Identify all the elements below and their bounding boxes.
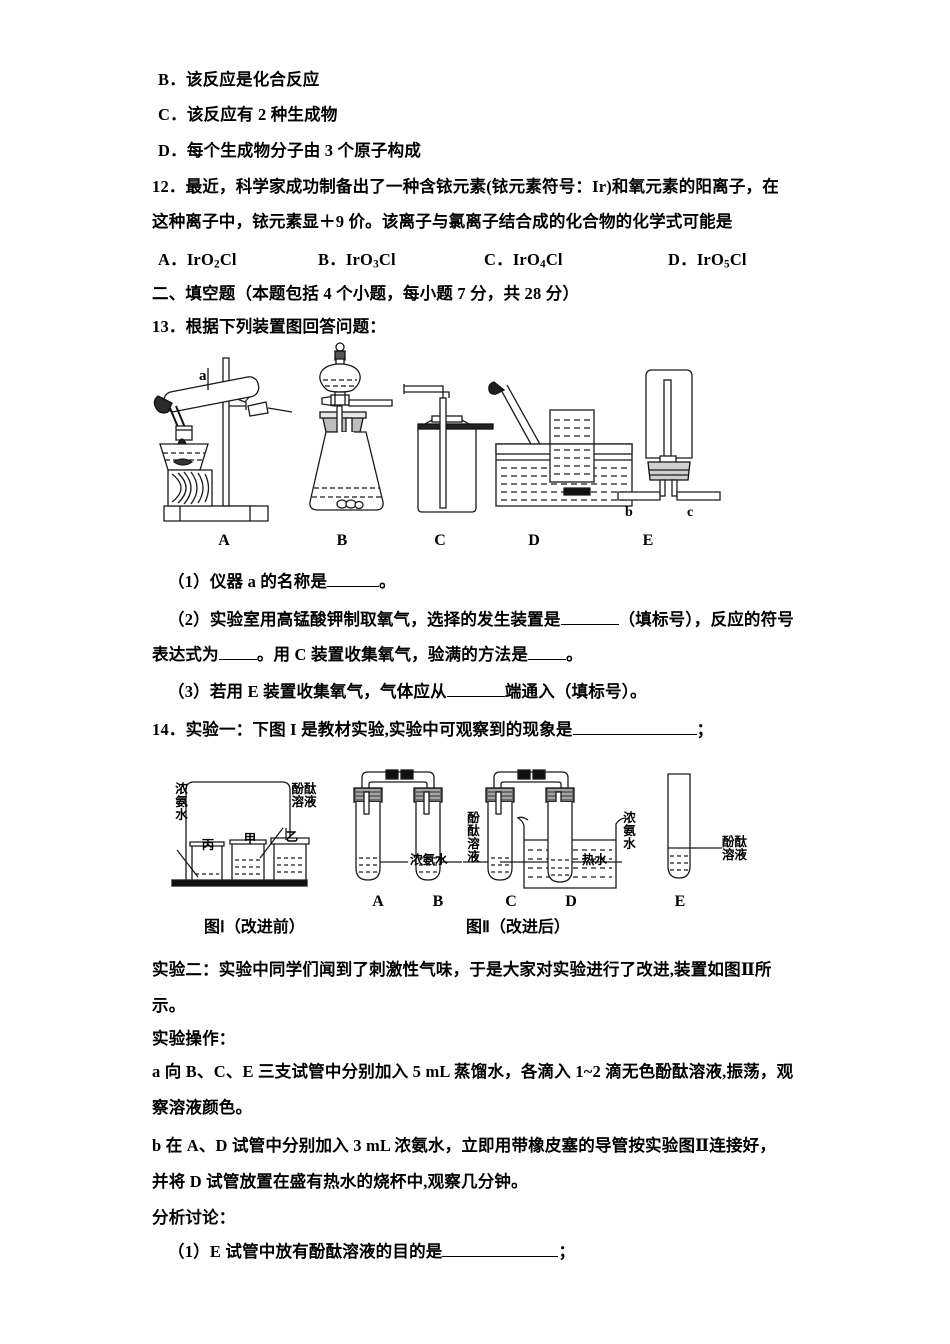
callout-ammonia-tube-a: 浓氨水 <box>410 853 448 867</box>
experiment-2-line-1: 实验二：实验中同学们闻到了刺激性气味，于是大家对实验进行了改进,装置如图Ⅱ所 <box>152 960 772 979</box>
operation-b-line-2: 并将 D 试管放置在盛有热水的烧杯中,观察几分钟。 <box>152 1172 528 1191</box>
port-label-c: c <box>687 505 694 520</box>
q12-option-a: A．IrO2Cl <box>158 250 237 271</box>
test-tube-b <box>413 787 462 881</box>
port-label-b: b <box>625 505 633 520</box>
operation-a-line-2: 察溶液颜色。 <box>152 1098 253 1117</box>
answer-blank[interactable] <box>528 659 567 660</box>
q12-option-c: C．IrO4Cl <box>484 250 563 271</box>
q13-part-3: （3）若用 E 装置收集氧气，气体应从端通入（填标号）。 <box>168 682 647 701</box>
label-concentrated-ammonia-figI: 浓氨水 <box>175 782 188 823</box>
answer-blank[interactable] <box>218 659 257 660</box>
q12-option-d: D．IrO5Cl <box>668 250 747 271</box>
apparatus-letter-e: E <box>642 532 654 549</box>
beaker-label-yi: 乙 <box>285 830 299 844</box>
question-12-line-1: 12．最近，科学家成功制备出了一种含铱元素(铱元素符号：Ir)和氧元素的阳离子，… <box>152 177 779 196</box>
tube-letter-b: B <box>432 893 444 910</box>
apparatus-letter-b: B <box>336 532 348 549</box>
analysis-heading: 分析讨论： <box>152 1208 236 1227</box>
option-c-line: C．该反应有 2 种生成物 <box>158 105 338 124</box>
test-tube-d <box>500 787 627 889</box>
apparatus-d <box>488 381 633 507</box>
apparatus-a <box>153 357 293 522</box>
test-tube-c <box>463 787 515 881</box>
callout-ammonia-tube-d: 浓氨水 <box>623 811 636 852</box>
option-d-line: D．每个生成物分子由 3 个原子构成 <box>158 141 422 160</box>
callout-phenolphthalein-tube-e: 酚酞溶液 <box>722 835 748 863</box>
apparatus-c <box>403 384 494 513</box>
apparatus-letter-a: A <box>218 532 230 549</box>
answer-blank[interactable] <box>327 586 380 587</box>
apparatus-figure-group <box>150 340 750 555</box>
callout-hot-water: 热水 <box>582 853 608 867</box>
answer-blank[interactable] <box>560 624 619 625</box>
q13-part-1: （1）仪器 a 的名称是。 <box>168 572 396 591</box>
instrument-a-pointer-label: a <box>199 368 207 384</box>
question-12-line-2: 这种离子中，铱元素显＋9 价。该离子与氯离子结合成的化合物的化学式可能是 <box>152 212 733 231</box>
tube-letter-e: E <box>674 893 686 910</box>
question-13-stem: 13．根据下列装置图回答问题： <box>152 317 386 336</box>
apparatus-letter-c: C <box>434 532 446 549</box>
experiment-2-line-2: 示。 <box>152 996 186 1015</box>
option-b-line: B．该反应是化合反应 <box>158 70 320 89</box>
tube-letter-a: A <box>372 893 384 910</box>
callout-phenolphthalein-tube-bc: 酚酞溶液 <box>467 811 480 865</box>
q12-option-b: B．IrO3Cl <box>318 250 396 271</box>
figure-1-caption: 图Ⅰ（改进前） <box>204 919 305 936</box>
figure-1-before-improvement <box>171 781 310 887</box>
tube-letter-d: D <box>565 893 577 910</box>
q13-part-2-line2: 表达式为。用 C 装置收集氧气，验满的方法是。 <box>152 645 583 664</box>
q13-part-2-line1: （2）实验室用高锰酸钾制取氧气，选择的发生装置是（填标号），反应的符号 <box>168 610 795 629</box>
experiment-figure-group <box>150 762 850 912</box>
test-tube-a <box>353 787 408 881</box>
apparatus-e <box>617 369 721 501</box>
beaker-label-bing: 丙 <box>201 838 215 852</box>
figure-2-caption: 图Ⅱ（改进后） <box>466 919 570 936</box>
apparatus-letter-d: D <box>528 532 540 549</box>
label-phenolphthalein-figI: 酚酞溶液 <box>291 782 317 810</box>
operations-heading: 实验操作： <box>152 1029 236 1048</box>
operation-a-line-1: a 向 B、C、E 三支试管中分别加入 5 mL 蒸馏水，各滴入 1~2 滴无色… <box>152 1062 794 1081</box>
beaker-label-jia: 甲 <box>243 832 257 846</box>
operation-b-line-1: b 在 A、D 试管中分别加入 3 mL 浓氨水，立即用带橡皮塞的导管按实验图Ⅱ… <box>152 1136 777 1155</box>
tube-letter-c: C <box>505 893 517 910</box>
question-14-stem: 14．实验一：下图 I 是教材实验,实验中可观察到的现象是； <box>152 720 714 739</box>
analysis-question-1: （1）E 试管中放有酚酞溶液的目的是； <box>168 1242 576 1261</box>
test-tube-e <box>667 773 722 879</box>
answer-blank[interactable] <box>572 734 697 735</box>
answer-blank[interactable] <box>442 1256 559 1257</box>
section-2-heading: 二、填空题（本题包括 4 个小题，每小题 7 分，共 28 分） <box>152 284 580 303</box>
answer-blank[interactable] <box>446 696 505 697</box>
apparatus-b <box>309 342 393 511</box>
